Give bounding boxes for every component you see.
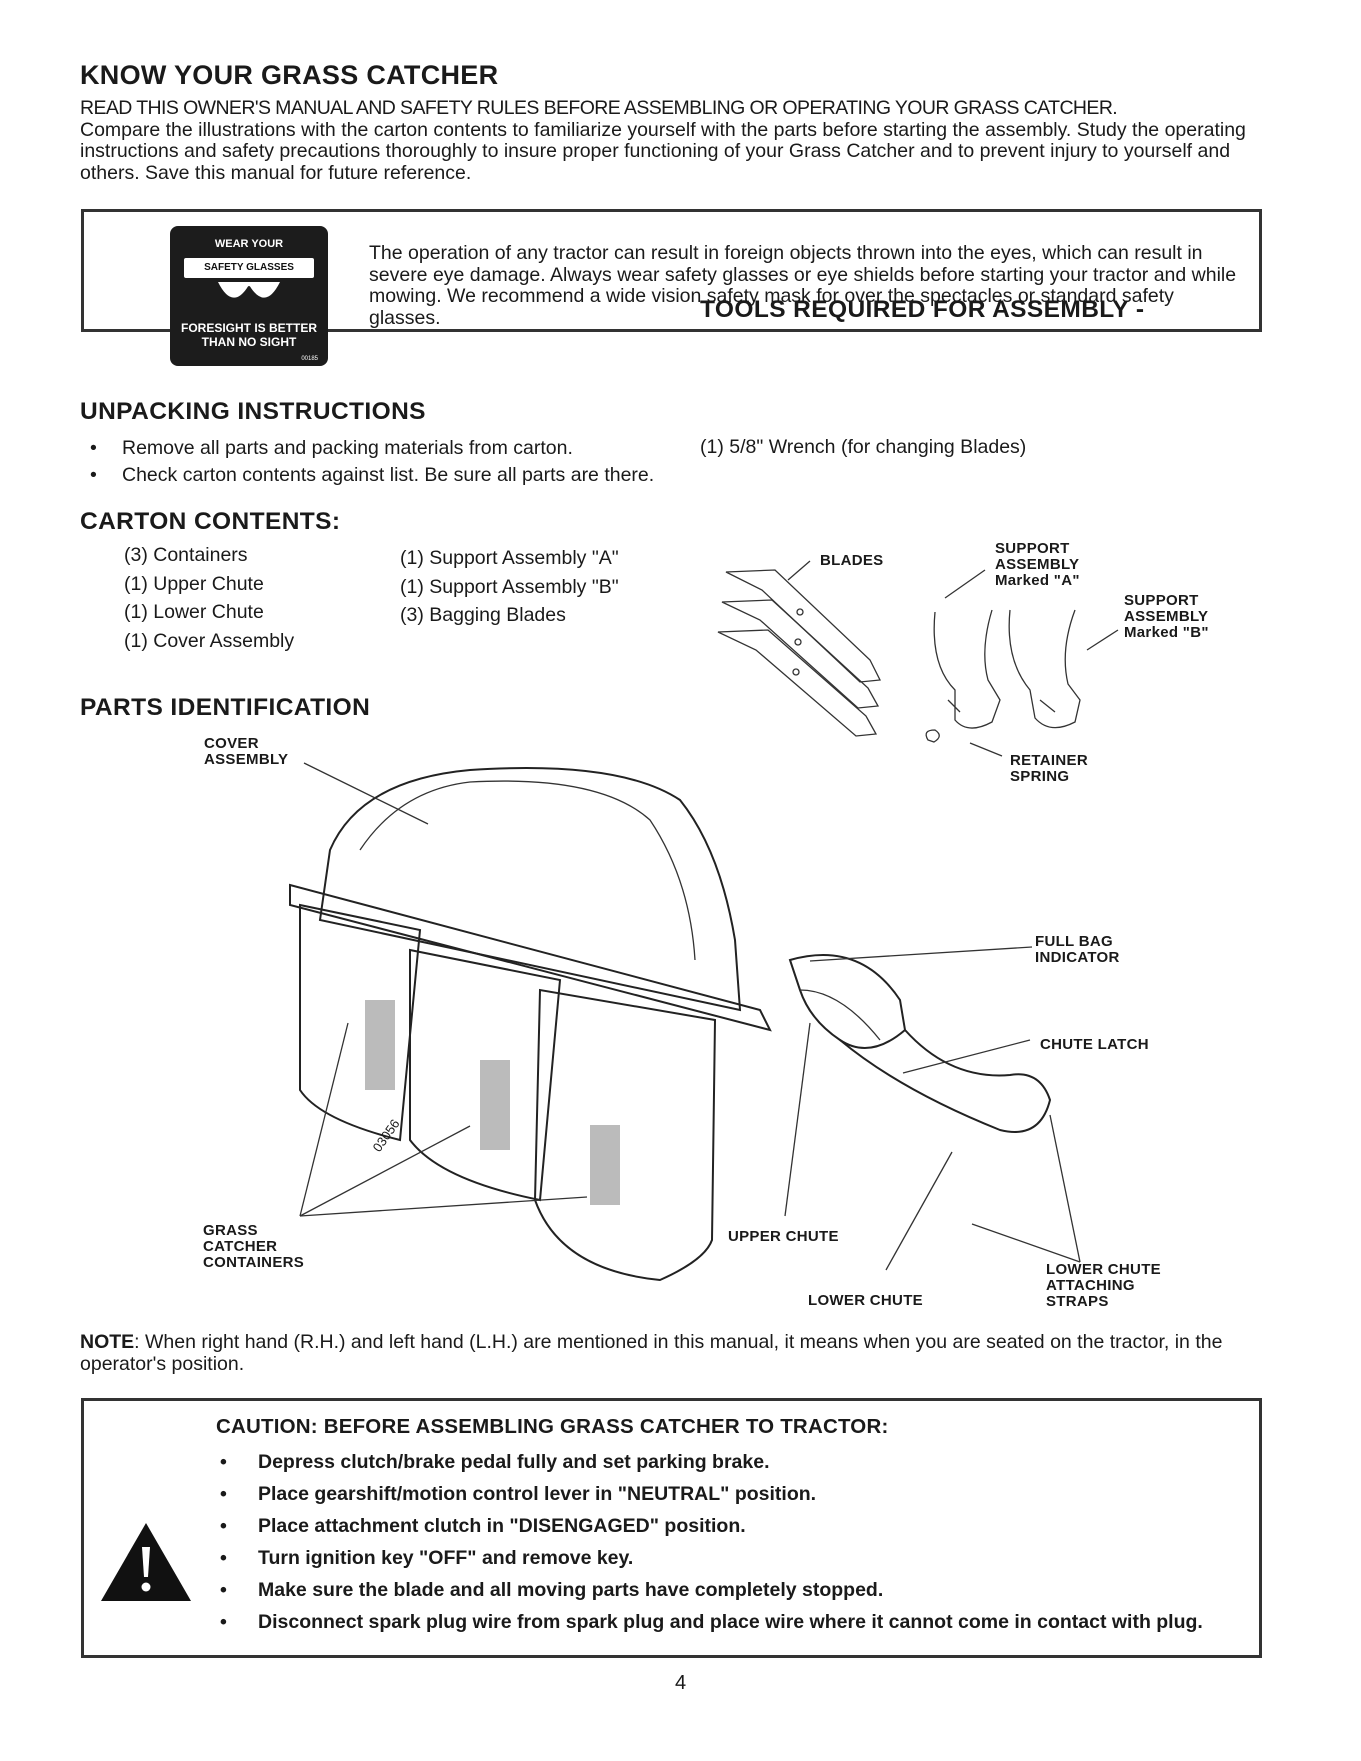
warning-icon [101,1523,191,1601]
retainer-spring-label: RETAINER SPRING [1010,752,1088,785]
list-item: Check carton contents against list. Be s… [80,464,660,486]
list-item: Turn ignition key "OFF" and remove key. [216,1547,1246,1569]
full-bag-indicator-label: FULL BAG INDICATOR [1035,933,1120,966]
note-text: : When right hand (R.H.) and left hand (… [80,1331,1223,1375]
list-item: (1) Support Assembly "A" [400,547,619,569]
list-item: Place gearshift/motion control lever in … [216,1483,1246,1505]
list-item: Make sure the blade and all moving parts… [216,1579,1246,1601]
list-item: (3) Containers [124,544,248,566]
leader-lines [299,560,1119,1271]
lower-chute-straps-label: LOWER CHUTE ATTACHING STRAPS [1046,1261,1161,1310]
list-item: Depress clutch/brake pedal fully and set… [216,1451,1246,1473]
bagging-blades-drawing [717,569,882,737]
support-b-label: SUPPORT ASSEMBLY Marked "B" [1124,592,1209,641]
cover-assembly-label: COVER ASSEMBLY [204,735,289,768]
unpacking-title: UNPACKING INSTRUCTIONS [80,398,426,425]
carton-column-2: (1) Support Assembly "A" (1) Support Ass… [400,544,619,630]
list-item: Place attachment clutch in "DISENGAGED" … [216,1515,1246,1537]
badge-top-text: WEAR YOUR [214,238,284,250]
cover-assembly-drawing [289,767,772,1032]
list-item: (1) Support Assembly "B" [400,575,619,598]
list-item: (1) Lower Chute [124,601,264,623]
safety-glasses-box: WEAR YOUR SAFETY GLASSES FORESIGHT IS BE… [81,209,1262,366]
carton-column-1: (3) Containers (1) Upper Chute (1) Lower… [124,541,294,655]
safety-glasses-text: The operation of any tractor can result … [369,242,1237,329]
parts-title: PARTS IDENTIFICATION [80,694,371,721]
safety-glasses-icon [218,282,280,298]
badge-bottom-text: FORESIGHT IS BETTER THAN NO SIGHT [180,321,317,349]
intro-paragraph: READ THIS OWNER'S MANUAL AND SAFETY RULE… [80,97,1270,184]
intro-body: Compare the illustrations with the carto… [80,118,1246,184]
badge-code: 00185 [301,356,318,362]
page-title: KNOW YOUR GRASS CATCHER [80,60,499,90]
grass-catcher-containers-label: GRASS CATCHER CONTAINERS [203,1222,305,1271]
chutes-drawing [788,954,1052,1133]
list-item: (1) Upper Chute [124,572,264,595]
retainer-spring-drawing [925,729,940,743]
safety-glasses-badge: WEAR YOUR SAFETY GLASSES FORESIGHT IS BE… [170,226,328,366]
badge-band-text: SAFETY GLASSES [184,258,314,278]
lower-chute-label: LOWER CHUTE [808,1292,923,1309]
note-paragraph: NOTE: When right hand (R.H.) and left ha… [80,1331,1270,1375]
support-assemblies-drawing [933,609,1081,729]
list-item: Remove all parts and packing materials f… [80,437,660,459]
list-item: (1) Cover Assembly [124,629,295,652]
list-item: (3) Bagging Blades [400,604,566,626]
caution-list: Depress clutch/brake pedal fully and set… [216,1451,1246,1643]
unpacking-list: Remove all parts and packing materials f… [80,437,660,486]
page-number: 4 [674,1672,687,1694]
tools-item: (1) 5/8" Wrench (for changing Blades) [700,436,1027,458]
caution-title: CAUTION: BEFORE ASSEMBLING GRASS CATCHER… [216,1415,889,1438]
parts-illustration [289,560,1119,1282]
carton-title: CARTON CONTENTS: [80,508,341,535]
caution-box: CAUTION: BEFORE ASSEMBLING GRASS CATCHER… [81,1398,1262,1658]
tools-title: TOOLS REQUIRED FOR ASSEMBLY - [700,296,1145,323]
chute-latch-label: CHUTE LATCH [1040,1036,1149,1053]
intro-lead: READ THIS OWNER'S MANUAL AND SAFETY RULE… [80,97,1118,119]
list-item: Disconnect spark plug wire from spark pl… [216,1611,1246,1633]
upper-chute-label: UPPER CHUTE [728,1228,839,1245]
support-a-label: SUPPORT ASSEMBLY Marked "A" [995,540,1080,589]
note-label: NOTE [80,1331,135,1353]
blades-label: BLADES [820,552,884,569]
